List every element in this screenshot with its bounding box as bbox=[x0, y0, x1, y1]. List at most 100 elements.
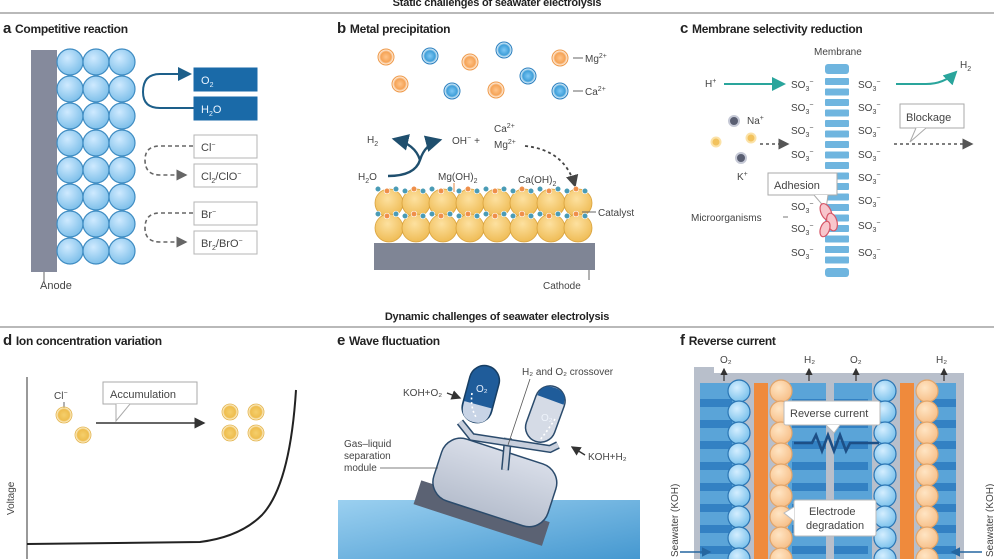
module-label-line1: Gas–liquid bbox=[344, 439, 391, 450]
flow-field-rib bbox=[792, 462, 826, 470]
product-label: Cl− bbox=[201, 142, 215, 154]
mg-ion bbox=[551, 49, 569, 67]
adhesion-callout bbox=[767, 172, 838, 196]
blockage-label: Blockage bbox=[906, 112, 951, 124]
cathode-sphere bbox=[769, 463, 793, 487]
panel-d-letter: d bbox=[3, 332, 12, 349]
product-box bbox=[193, 134, 258, 159]
cathode-sphere bbox=[769, 442, 793, 466]
reverse-current-callout-tail bbox=[825, 424, 841, 434]
flow-field-rib bbox=[700, 462, 732, 470]
electrode-sphere bbox=[82, 183, 110, 211]
static-header-rule bbox=[0, 12, 994, 14]
caoh2-precipitate bbox=[419, 212, 427, 220]
anode-sphere bbox=[727, 421, 751, 445]
so3-group-label: SO3− bbox=[858, 172, 880, 186]
cathode-label: Cathode bbox=[543, 281, 581, 292]
cathode-sphere bbox=[915, 400, 939, 424]
anode-sphere bbox=[873, 379, 897, 403]
dissolved-ions bbox=[377, 41, 569, 100]
mgoh2-precipitate bbox=[464, 210, 472, 218]
caoh2-precipitate bbox=[392, 185, 400, 193]
caoh2-precipitate bbox=[554, 210, 562, 218]
so3-group-label: SO3− bbox=[791, 125, 813, 139]
caoh2-precipitate bbox=[374, 210, 382, 218]
product-label: H2O bbox=[201, 104, 222, 118]
ca-ion bbox=[551, 82, 569, 100]
membrane bbox=[825, 64, 849, 277]
outlet-label-h2: H₂ bbox=[936, 355, 947, 366]
panel-e-title-text: Wave fluctuation bbox=[349, 334, 440, 348]
mgoh2-precipitate bbox=[383, 187, 391, 195]
degradation-callout-tail bbox=[783, 506, 795, 522]
clor-arrow bbox=[144, 145, 193, 181]
electrode-sphere bbox=[56, 75, 84, 103]
h2-tank bbox=[524, 385, 566, 443]
microorganisms-label: Microorganisms bbox=[691, 213, 762, 224]
flow-field-rib bbox=[700, 483, 732, 491]
electrode-spheres bbox=[56, 48, 136, 265]
panel-e-diagram: O₂ O₂ KOH+O₂ KOH+H₂ H₂ and O₂ crossover … bbox=[338, 364, 640, 559]
koh-h2-arrow bbox=[570, 446, 586, 456]
caoh2-precipitate bbox=[428, 185, 436, 193]
mgoh2-precipitate bbox=[572, 210, 580, 218]
ion-gray-1 bbox=[728, 115, 740, 127]
electrode-sphere bbox=[56, 210, 84, 238]
cl-ion-accumulated bbox=[221, 424, 239, 442]
membrane-segment bbox=[825, 151, 849, 159]
electrode-sphere bbox=[56, 129, 84, 157]
caoh2-precipitate bbox=[482, 210, 490, 218]
outlet-label-o2: O₂ bbox=[850, 355, 862, 366]
panel-b-diagram: Mg2+ Ca2+ H2 H2O OH−+ Ca2+ Mg2+ Mg(OH)2 … bbox=[358, 41, 634, 292]
product-label: Cl2/ClO− bbox=[201, 171, 241, 185]
module-label-line3: module bbox=[344, 463, 377, 474]
bror-arrow bbox=[144, 212, 193, 248]
panel-c-letter: c bbox=[680, 20, 689, 37]
cathode-sphere bbox=[769, 484, 793, 508]
h2-tank-label: O₂ bbox=[541, 413, 553, 424]
anode-sphere bbox=[873, 442, 897, 466]
mg-ion bbox=[461, 53, 479, 71]
membrane-segment bbox=[825, 109, 849, 117]
cathode-sphere bbox=[915, 421, 939, 445]
mgoh2-label: Mg(OH)2 bbox=[438, 172, 478, 185]
electrode-sphere bbox=[108, 156, 136, 184]
flow-field-rib bbox=[700, 420, 732, 428]
anode-sphere bbox=[727, 400, 751, 424]
membrane-segment bbox=[825, 268, 849, 277]
h-plus-label: H+ bbox=[705, 78, 716, 90]
flow-field-rib bbox=[792, 546, 826, 554]
cathode-sphere bbox=[915, 526, 939, 550]
caoh2-precipitate bbox=[455, 212, 463, 220]
caoh2-precipitate bbox=[563, 212, 571, 220]
membrane-segment bbox=[825, 246, 849, 253]
ca-ion bbox=[421, 47, 439, 65]
electrode-sphere bbox=[56, 102, 84, 130]
anode-sphere bbox=[727, 442, 751, 466]
anode-sphere bbox=[873, 547, 897, 559]
flow-field-rib bbox=[924, 546, 956, 554]
o2-tank bbox=[461, 364, 501, 424]
electrode-sphere bbox=[108, 129, 136, 157]
panel-b-letter: b bbox=[337, 20, 346, 37]
so3-group-label: SO3− bbox=[858, 125, 880, 139]
flow-field-rib bbox=[834, 462, 868, 470]
mgoh2-precipitate bbox=[491, 187, 499, 195]
electrode-sphere bbox=[82, 48, 110, 76]
cathode-sphere bbox=[915, 505, 939, 529]
anode-sphere bbox=[727, 379, 751, 403]
na-label: Na+ bbox=[747, 115, 764, 127]
flow-field-rib bbox=[700, 441, 732, 449]
koh-o2-arrow bbox=[446, 390, 462, 400]
microorganisms bbox=[819, 202, 838, 238]
cathode-sphere bbox=[915, 379, 939, 403]
product-label: O2 bbox=[201, 75, 214, 89]
accumulation-callout-tail bbox=[115, 403, 131, 423]
electrode-sphere bbox=[82, 210, 110, 238]
module-label-line2: separation bbox=[344, 451, 391, 462]
her-arrows bbox=[387, 135, 443, 178]
so3-group-label: SO3− bbox=[791, 223, 813, 237]
electrode-sphere bbox=[108, 102, 136, 130]
